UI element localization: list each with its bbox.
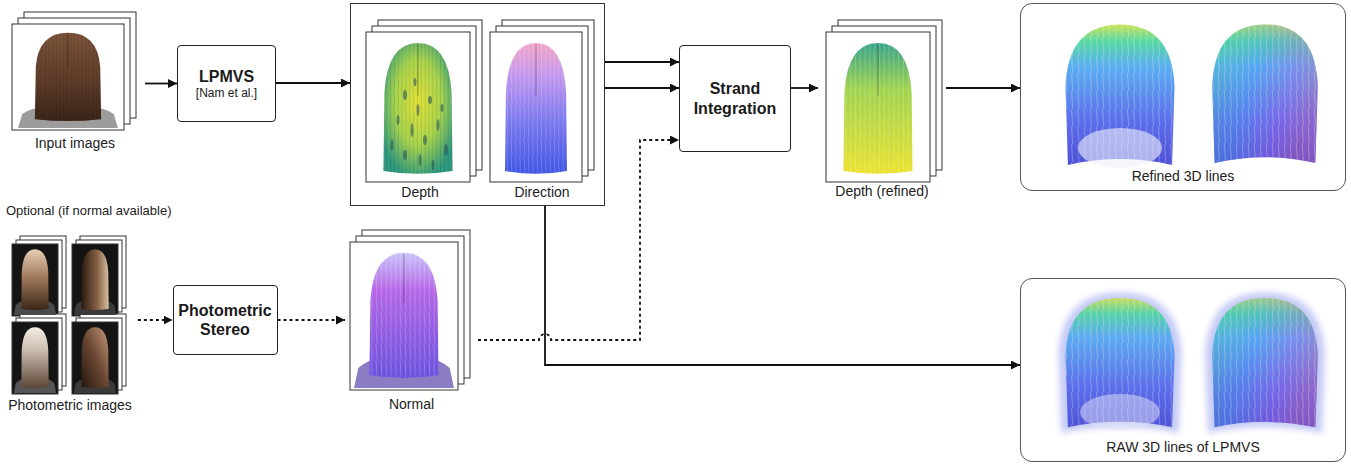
direction-map [505,43,567,174]
image-stack: Depth [361,13,479,203]
refined-depth-stack [826,20,942,182]
optional-arrow [478,140,679,340]
note-label: Optional (if normal available) [6,203,171,219]
image-stack: Depth (refined) [818,12,946,202]
output-group: Depth Direction [350,3,605,206]
caption: RAW 3D lines of LPMVS [1106,439,1260,456]
depth-image-stack [366,20,482,182]
caption: Input images [35,135,115,152]
optional-arrow [278,319,346,321]
raw-line-clouds [1058,292,1324,433]
caption: Depth [401,184,438,201]
result-panel: Refined 3D lines [1020,3,1346,191]
caption: Refined 3D lines [1132,168,1235,185]
flow-arrow [545,206,1020,365]
optional-arrow [138,319,173,321]
photometric-image-stacks [12,236,126,394]
result-panel: RAW 3D lines of LPMVS [1020,278,1346,462]
image-stack: Direction [485,13,599,203]
flow-arrow [791,87,818,89]
direction-image-stack [490,20,594,182]
flow-arrow [946,87,1020,89]
normal-image-stack [350,230,470,390]
process-box: Strand Integration [679,45,791,152]
image-stack: Input images [5,8,145,154]
caption: Depth (refined) [835,183,928,200]
box-title: Strand Integration [684,79,786,117]
hair-photo [18,33,118,128]
flow-arrow [145,83,177,85]
flow-arrow [605,61,679,63]
box-subtitle: [Nam et al.] [182,86,271,100]
lit-hair-photos [14,249,116,393]
input-image-stack [12,12,136,130]
process-box: Photometric Stereo [173,285,278,355]
caption: Photometric images [8,397,132,414]
box-title: LPMVS [182,67,271,86]
image-stack: Photometric images [2,226,138,416]
image-stack: Normal [345,225,478,415]
process-box: LPMVS[Nam et al.] [177,45,276,122]
flow-arrow [276,82,350,84]
box-title: Photometric Stereo [178,301,273,339]
refined-line-clouds [1065,24,1317,168]
caption: Direction [514,184,569,201]
depth-map [383,43,452,174]
flow-arrow [605,87,679,89]
normal-map [354,253,454,388]
caption: Normal [389,396,434,413]
refined-depth-map [843,43,912,174]
